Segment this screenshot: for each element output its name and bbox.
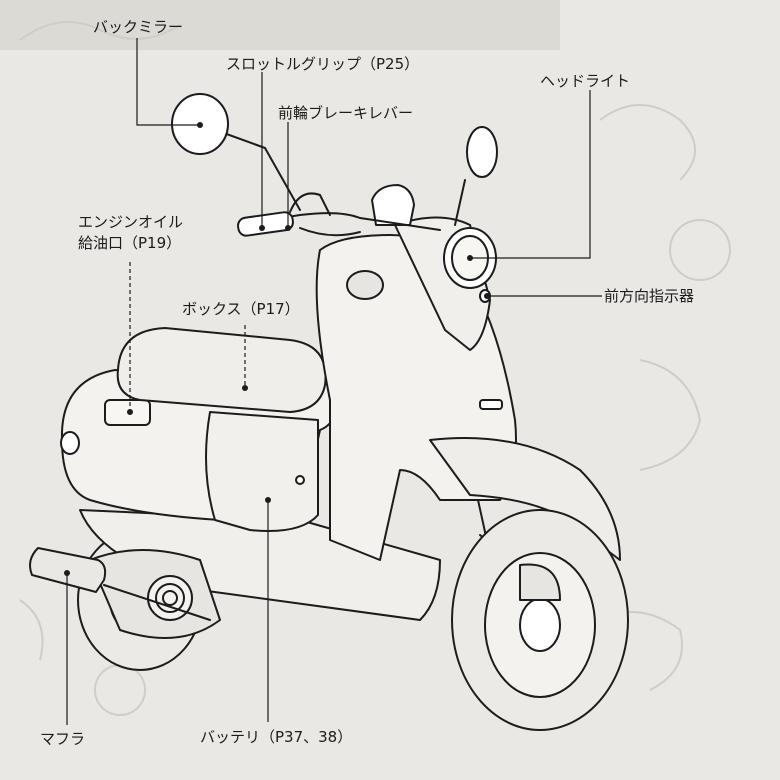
background-watermark: [0, 0, 731, 716]
scooter-body: [29, 93, 629, 731]
label-headlight: ヘッドライト: [540, 72, 631, 90]
label-battery: バッテリ（P37、38）: [200, 728, 353, 746]
leader-dots: [64, 122, 490, 576]
label-oil-line1: エンジンオイル: [78, 213, 184, 231]
label-throttle-grip: スロットルグリップ（P25）: [226, 55, 420, 73]
label-mirror: バックミラー: [93, 18, 184, 36]
leader-lines: [66, 38, 602, 725]
headlight-leader: [470, 90, 591, 259]
label-front-turn-signal: 前方向指示器: [604, 287, 695, 305]
label-box: ボックス（P17）: [182, 300, 300, 318]
label-front-brake-lever: 前輪ブレーキレバー: [278, 104, 414, 122]
mirror-leader: [136, 38, 200, 126]
label-muffler: マフラ: [40, 730, 86, 748]
label-oil-line2: 給油口（P19）: [78, 234, 182, 252]
